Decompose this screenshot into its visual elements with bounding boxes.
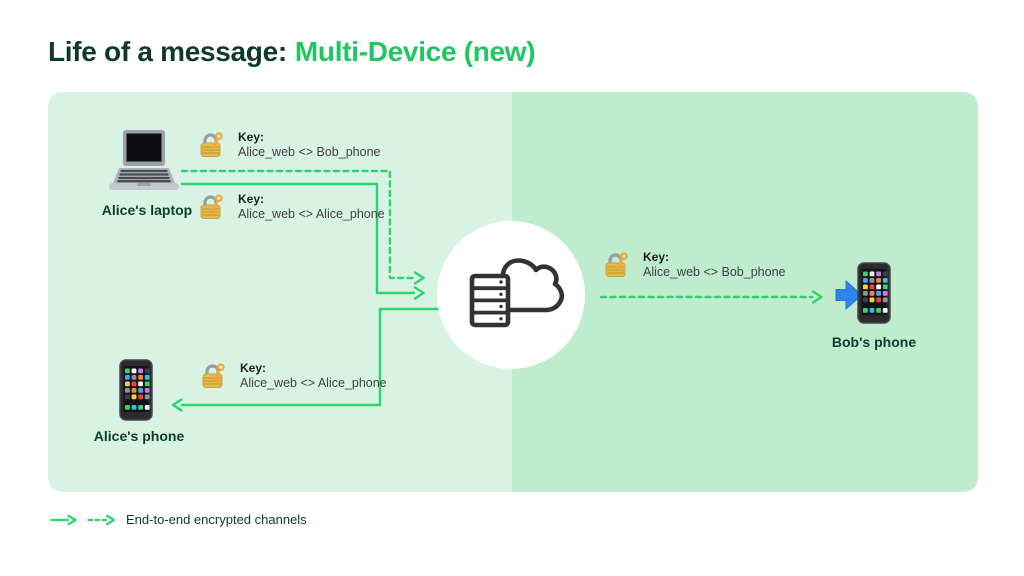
key-label-server-bob: Key: Alice_web <> Bob_phone xyxy=(603,250,785,280)
bob-phone-label: Bob's phone xyxy=(831,334,917,350)
dashed-arrow-icon xyxy=(87,514,116,525)
bob-phone-device xyxy=(857,262,891,329)
server-cloud-icon xyxy=(469,258,565,328)
page-title: Life of a message:Multi-Device (new) xyxy=(48,36,536,68)
lock-with-key-icon xyxy=(605,252,628,277)
title-highlight: Multi-Device (new) xyxy=(294,36,536,67)
diagram-panel: Alice's laptop Alice's phone xyxy=(48,92,978,492)
solid-channel-server-to-alice-phone xyxy=(180,307,442,407)
key-label-laptop-bob: Key: Alice_web <> Bob_phone xyxy=(198,130,380,160)
arrowhead-icon xyxy=(413,271,425,285)
alice-phone-device xyxy=(119,359,153,426)
solid-arrow-icon xyxy=(50,514,77,525)
lock-with-key-icon xyxy=(200,194,223,219)
receiver-zone xyxy=(512,92,978,492)
key-title: Key: xyxy=(643,250,670,264)
dashed-channel-laptop-to-server xyxy=(180,169,416,280)
alice-laptop-device xyxy=(106,128,182,199)
key-label-laptop-alicephone: Key: Alice_web <> Alice_phone xyxy=(198,192,385,222)
key-value: Alice_web <> Alice_phone xyxy=(240,376,387,390)
server-circle xyxy=(437,221,585,369)
lock-with-key-icon xyxy=(202,363,225,388)
alice-laptop-label: Alice's laptop xyxy=(101,202,193,218)
key-value: Alice_web <> Alice_phone xyxy=(238,207,385,221)
lock-with-key-icon xyxy=(200,132,223,157)
key-value: Alice_web <> Bob_phone xyxy=(643,265,786,279)
solid-channel-laptop-to-server xyxy=(180,182,416,295)
key-label-server-alicephone: Key: Alice_web <> Alice_phone xyxy=(200,361,387,391)
key-value: Alice_web <> Bob_phone xyxy=(238,145,381,159)
legend-label: End-to-end encrypted channels xyxy=(126,512,307,527)
legend: End-to-end encrypted channels xyxy=(50,512,307,527)
arrowhead-icon xyxy=(413,286,425,300)
diagram-arrows xyxy=(171,169,863,412)
alice-phone-label: Alice's phone xyxy=(93,428,185,444)
key-title: Key: xyxy=(240,361,267,375)
key-title: Key: xyxy=(238,130,265,144)
title-prefix: Life of a message: xyxy=(48,36,287,67)
blue-right-arrow-icon xyxy=(835,280,863,310)
key-title: Key: xyxy=(238,192,265,206)
arrowhead-icon xyxy=(171,398,183,412)
arrowhead-icon xyxy=(811,290,823,304)
smartphone-icon xyxy=(857,262,891,324)
laptop-icon xyxy=(109,130,179,190)
smartphone-icon xyxy=(119,359,153,421)
